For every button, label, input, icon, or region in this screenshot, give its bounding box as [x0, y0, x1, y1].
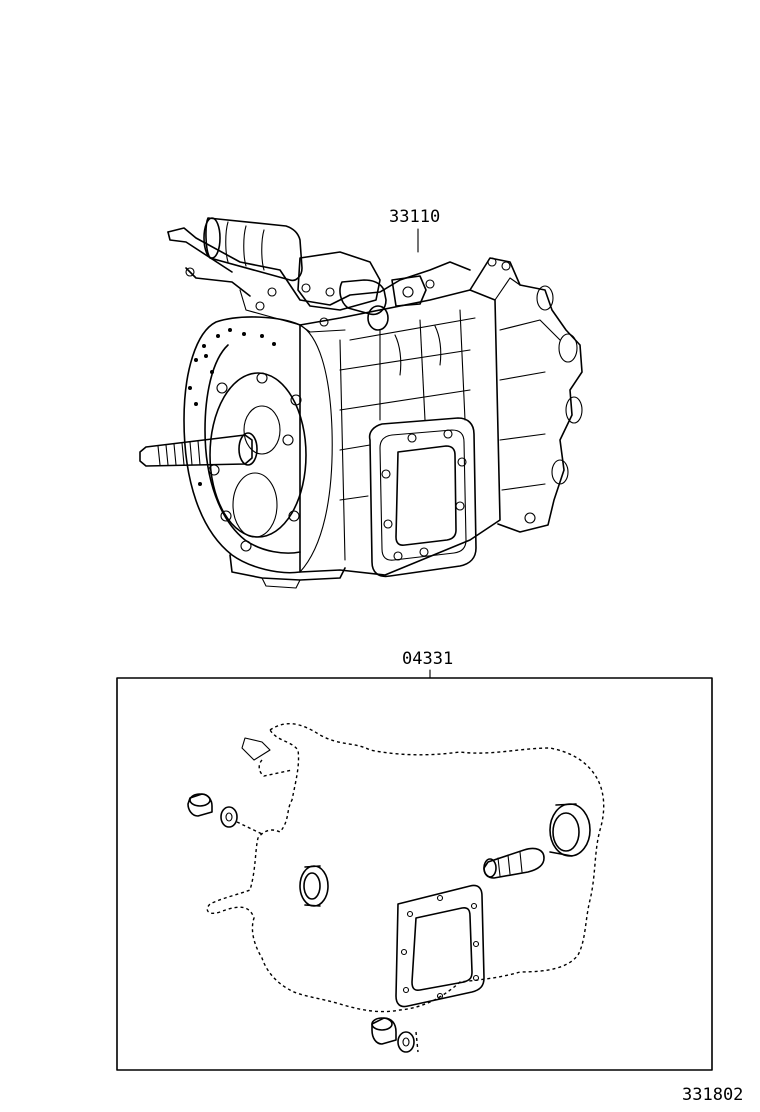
drain-plug [187, 793, 263, 835]
case-gasket-outline [206, 723, 605, 1013]
rear-housing [469, 257, 583, 533]
illustration-number: 331802 [682, 1085, 743, 1105]
front-oil-seal [299, 865, 329, 907]
transmission-case [299, 289, 501, 576]
input-shaft [139, 432, 258, 467]
filler-plug [371, 1017, 419, 1053]
part-number-transmission-assembly: 33110 [389, 207, 440, 227]
gasket-kit-drawing [187, 723, 605, 1053]
front-cover [183, 316, 333, 574]
gasket-kit-frame [116, 677, 713, 1071]
side-cover [368, 417, 477, 578]
case-bottom [229, 554, 346, 589]
shift-mechanism [167, 217, 471, 333]
rear-oil-seal [549, 803, 591, 857]
part-number-gasket-kit: 04331 [402, 649, 453, 669]
transmission-assembly-drawing [139, 217, 583, 589]
side-cover-gasket [395, 884, 485, 1008]
breather-plug [483, 847, 545, 879]
